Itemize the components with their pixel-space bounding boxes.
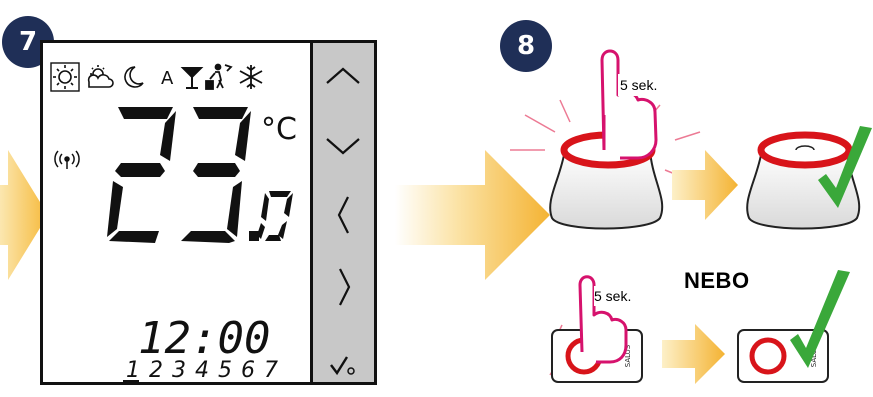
partly-cloudy-icon bbox=[87, 65, 114, 88]
decimal-digit bbox=[257, 191, 293, 241]
temperature-digits bbox=[107, 107, 251, 243]
hold-label-top: 5 sek. bbox=[620, 77, 657, 93]
chevron-right-icon[interactable] bbox=[339, 268, 351, 306]
check-icon-top bbox=[818, 126, 872, 208]
step-8-badge: 8 bbox=[500, 20, 552, 72]
auto-mode-icon: A bbox=[161, 68, 174, 89]
hold-label-bottom: 5 sek. bbox=[594, 288, 631, 304]
chevron-up-icon[interactable] bbox=[326, 67, 360, 84]
frost-icon bbox=[239, 65, 263, 89]
day-5: 5 bbox=[218, 358, 232, 382]
party-icon bbox=[180, 67, 204, 89]
brand-label-right: SALUS bbox=[810, 344, 818, 367]
wireless-signal-icon bbox=[54, 150, 80, 169]
day-2: 2 bbox=[149, 358, 163, 382]
thermostat-screen: A bbox=[50, 62, 297, 382]
day-indicators: 1 2 3 4 5 6 7 bbox=[123, 358, 278, 382]
chevron-left-icon[interactable] bbox=[337, 196, 349, 234]
temperature-unit: °C bbox=[261, 112, 297, 147]
flow-arrow-top bbox=[672, 150, 738, 220]
day-7: 7 bbox=[264, 358, 278, 382]
moon-icon bbox=[124, 66, 144, 88]
or-label: NEBO bbox=[684, 268, 750, 293]
brand-label-left: SALUS bbox=[624, 344, 632, 367]
confirm-icon[interactable] bbox=[330, 356, 355, 376]
decimal-point bbox=[249, 231, 259, 241]
flow-arrow-left bbox=[0, 150, 48, 280]
pressing-hand-top bbox=[600, 49, 658, 160]
check-icon-bottom bbox=[790, 270, 850, 368]
day-4: 4 bbox=[195, 358, 209, 382]
gateway-illustration: 5 sek. NEBO SALUS 5 sek. SALUS bbox=[510, 49, 872, 384]
usb-gateway-ok: SALUS bbox=[737, 329, 829, 383]
flow-arrow-middle bbox=[395, 150, 550, 280]
clock-time: 12:00 bbox=[138, 313, 270, 364]
chevron-down-icon[interactable] bbox=[326, 138, 360, 155]
thermostat-display: A bbox=[40, 40, 377, 385]
day-6: 6 bbox=[241, 358, 255, 382]
day-1: 1 bbox=[126, 358, 140, 382]
flow-arrow-bottom bbox=[662, 324, 725, 384]
active-day-underline bbox=[123, 380, 139, 382]
sun-icon bbox=[50, 62, 80, 92]
gateway-device-ok bbox=[746, 131, 861, 230]
holiday-icon bbox=[205, 63, 233, 90]
pressing-hand-bottom bbox=[578, 275, 628, 364]
button-panel bbox=[310, 43, 374, 382]
day-3: 3 bbox=[172, 358, 186, 382]
